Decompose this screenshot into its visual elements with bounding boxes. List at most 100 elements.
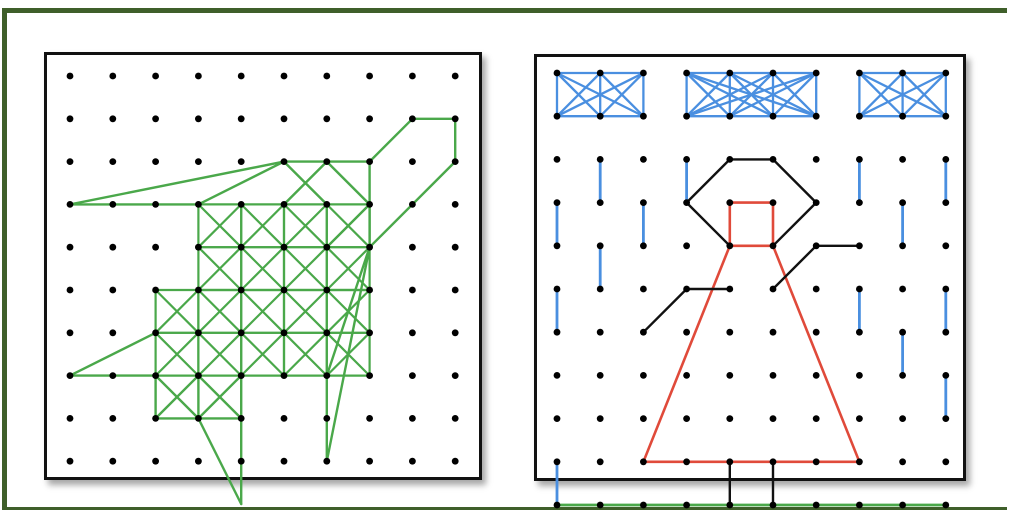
peg (238, 372, 245, 379)
green-band (198, 162, 284, 205)
peg (640, 502, 647, 509)
peg (152, 244, 159, 251)
peg (67, 415, 74, 422)
peg (281, 115, 288, 122)
peg (942, 415, 949, 422)
peg (726, 502, 733, 509)
peg (726, 113, 733, 120)
peg (813, 415, 820, 422)
peg (281, 458, 288, 465)
peg (597, 113, 604, 120)
peg (452, 458, 459, 465)
peg (152, 329, 159, 336)
peg (597, 415, 604, 422)
peg (683, 458, 690, 465)
peg (942, 113, 949, 120)
peg (109, 158, 116, 165)
peg (640, 113, 647, 120)
peg (597, 329, 604, 336)
peg (452, 329, 459, 336)
black-band (773, 159, 816, 202)
peg (942, 242, 949, 249)
peg (597, 70, 604, 77)
peg (195, 415, 202, 422)
peg (770, 502, 777, 509)
peg (640, 415, 647, 422)
peg (726, 242, 733, 249)
peg (726, 70, 733, 77)
peg (726, 372, 733, 379)
peg (452, 244, 459, 251)
right-geoboard-canvas (537, 57, 963, 478)
peg (109, 415, 116, 422)
peg (195, 287, 202, 294)
peg (770, 329, 777, 336)
peg (323, 458, 330, 465)
peg (554, 329, 561, 336)
peg (67, 287, 74, 294)
peg (899, 199, 906, 206)
peg (942, 286, 949, 293)
peg (683, 415, 690, 422)
peg (813, 502, 820, 509)
peg (67, 372, 74, 379)
left-geoboard-canvas (47, 55, 479, 477)
peg (597, 458, 604, 465)
peg (195, 372, 202, 379)
peg (554, 458, 561, 465)
peg (409, 201, 416, 208)
peg (597, 372, 604, 379)
peg (683, 199, 690, 206)
peg (856, 415, 863, 422)
black-band (773, 246, 816, 289)
peg (452, 73, 459, 80)
peg (813, 372, 820, 379)
peg (770, 113, 777, 120)
peg (640, 372, 647, 379)
peg (409, 458, 416, 465)
peg (597, 156, 604, 163)
peg (452, 372, 459, 379)
peg (281, 201, 288, 208)
peg (640, 329, 647, 336)
peg (281, 372, 288, 379)
peg (238, 115, 245, 122)
peg (899, 286, 906, 293)
peg (409, 158, 416, 165)
peg (366, 244, 373, 251)
peg (554, 502, 561, 509)
peg (409, 73, 416, 80)
peg (640, 70, 647, 77)
peg (640, 156, 647, 163)
peg (152, 458, 159, 465)
peg (281, 244, 288, 251)
peg (813, 286, 820, 293)
peg (554, 242, 561, 249)
peg (195, 201, 202, 208)
peg (726, 329, 733, 336)
peg (856, 286, 863, 293)
peg (770, 70, 777, 77)
green-band (70, 333, 156, 376)
black-band (687, 159, 730, 202)
peg (770, 199, 777, 206)
peg (67, 158, 74, 165)
peg (726, 458, 733, 465)
peg (597, 286, 604, 293)
peg (856, 70, 863, 77)
peg (109, 115, 116, 122)
peg (899, 70, 906, 77)
peg (856, 156, 863, 163)
peg (770, 286, 777, 293)
peg (726, 199, 733, 206)
peg (813, 199, 820, 206)
peg (109, 287, 116, 294)
peg (323, 201, 330, 208)
peg (942, 329, 949, 336)
peg (452, 201, 459, 208)
peg (238, 329, 245, 336)
peg (813, 156, 820, 163)
peg (899, 372, 906, 379)
peg (152, 415, 159, 422)
peg (409, 244, 416, 251)
